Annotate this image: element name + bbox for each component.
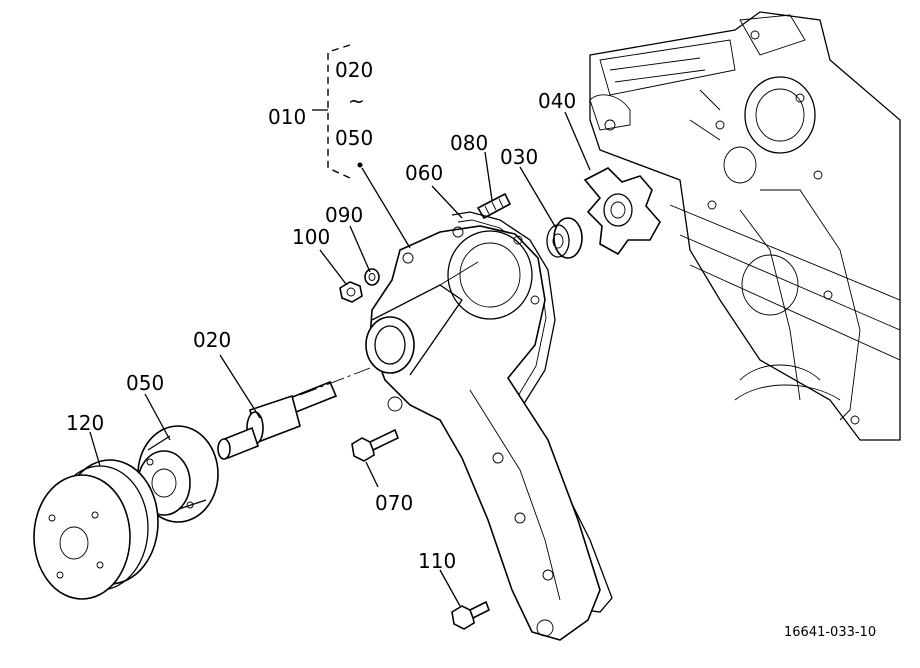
hex-nut-100	[339, 281, 363, 303]
washer-090	[364, 268, 380, 286]
impeller-040	[583, 167, 661, 256]
label-050: 050	[126, 371, 164, 395]
seal-030	[546, 217, 583, 259]
label-060: 060	[405, 161, 443, 185]
label-050-range: 050	[335, 126, 373, 150]
leader-lines	[89, 111, 591, 607]
label-020-range: 020	[335, 58, 373, 82]
center-line	[299, 367, 371, 396]
bolt-070	[351, 428, 400, 462]
bolt-110	[451, 600, 491, 630]
pulley-120	[33, 459, 159, 600]
flange-050	[137, 425, 219, 523]
label-090: 090	[325, 203, 363, 227]
label-range-mark: ~	[348, 89, 365, 113]
label-020: 020	[193, 328, 231, 352]
label-100: 100	[292, 225, 330, 249]
shaft-bearing-020	[217, 380, 338, 460]
label-030: 030	[500, 145, 538, 169]
engine-gear-case	[589, 11, 901, 441]
drawing-number: 16641-033-10	[784, 625, 876, 640]
label-070: 070	[375, 491, 413, 515]
label-040: 040	[538, 89, 576, 113]
label-120: 120	[66, 411, 104, 435]
label-110: 110	[418, 549, 456, 573]
stud-bolt-080	[476, 192, 512, 220]
label-010: 010	[268, 105, 306, 129]
assembly-dot	[357, 162, 363, 168]
water-pump-body-060	[365, 225, 601, 641]
label-080: 080	[450, 131, 488, 155]
